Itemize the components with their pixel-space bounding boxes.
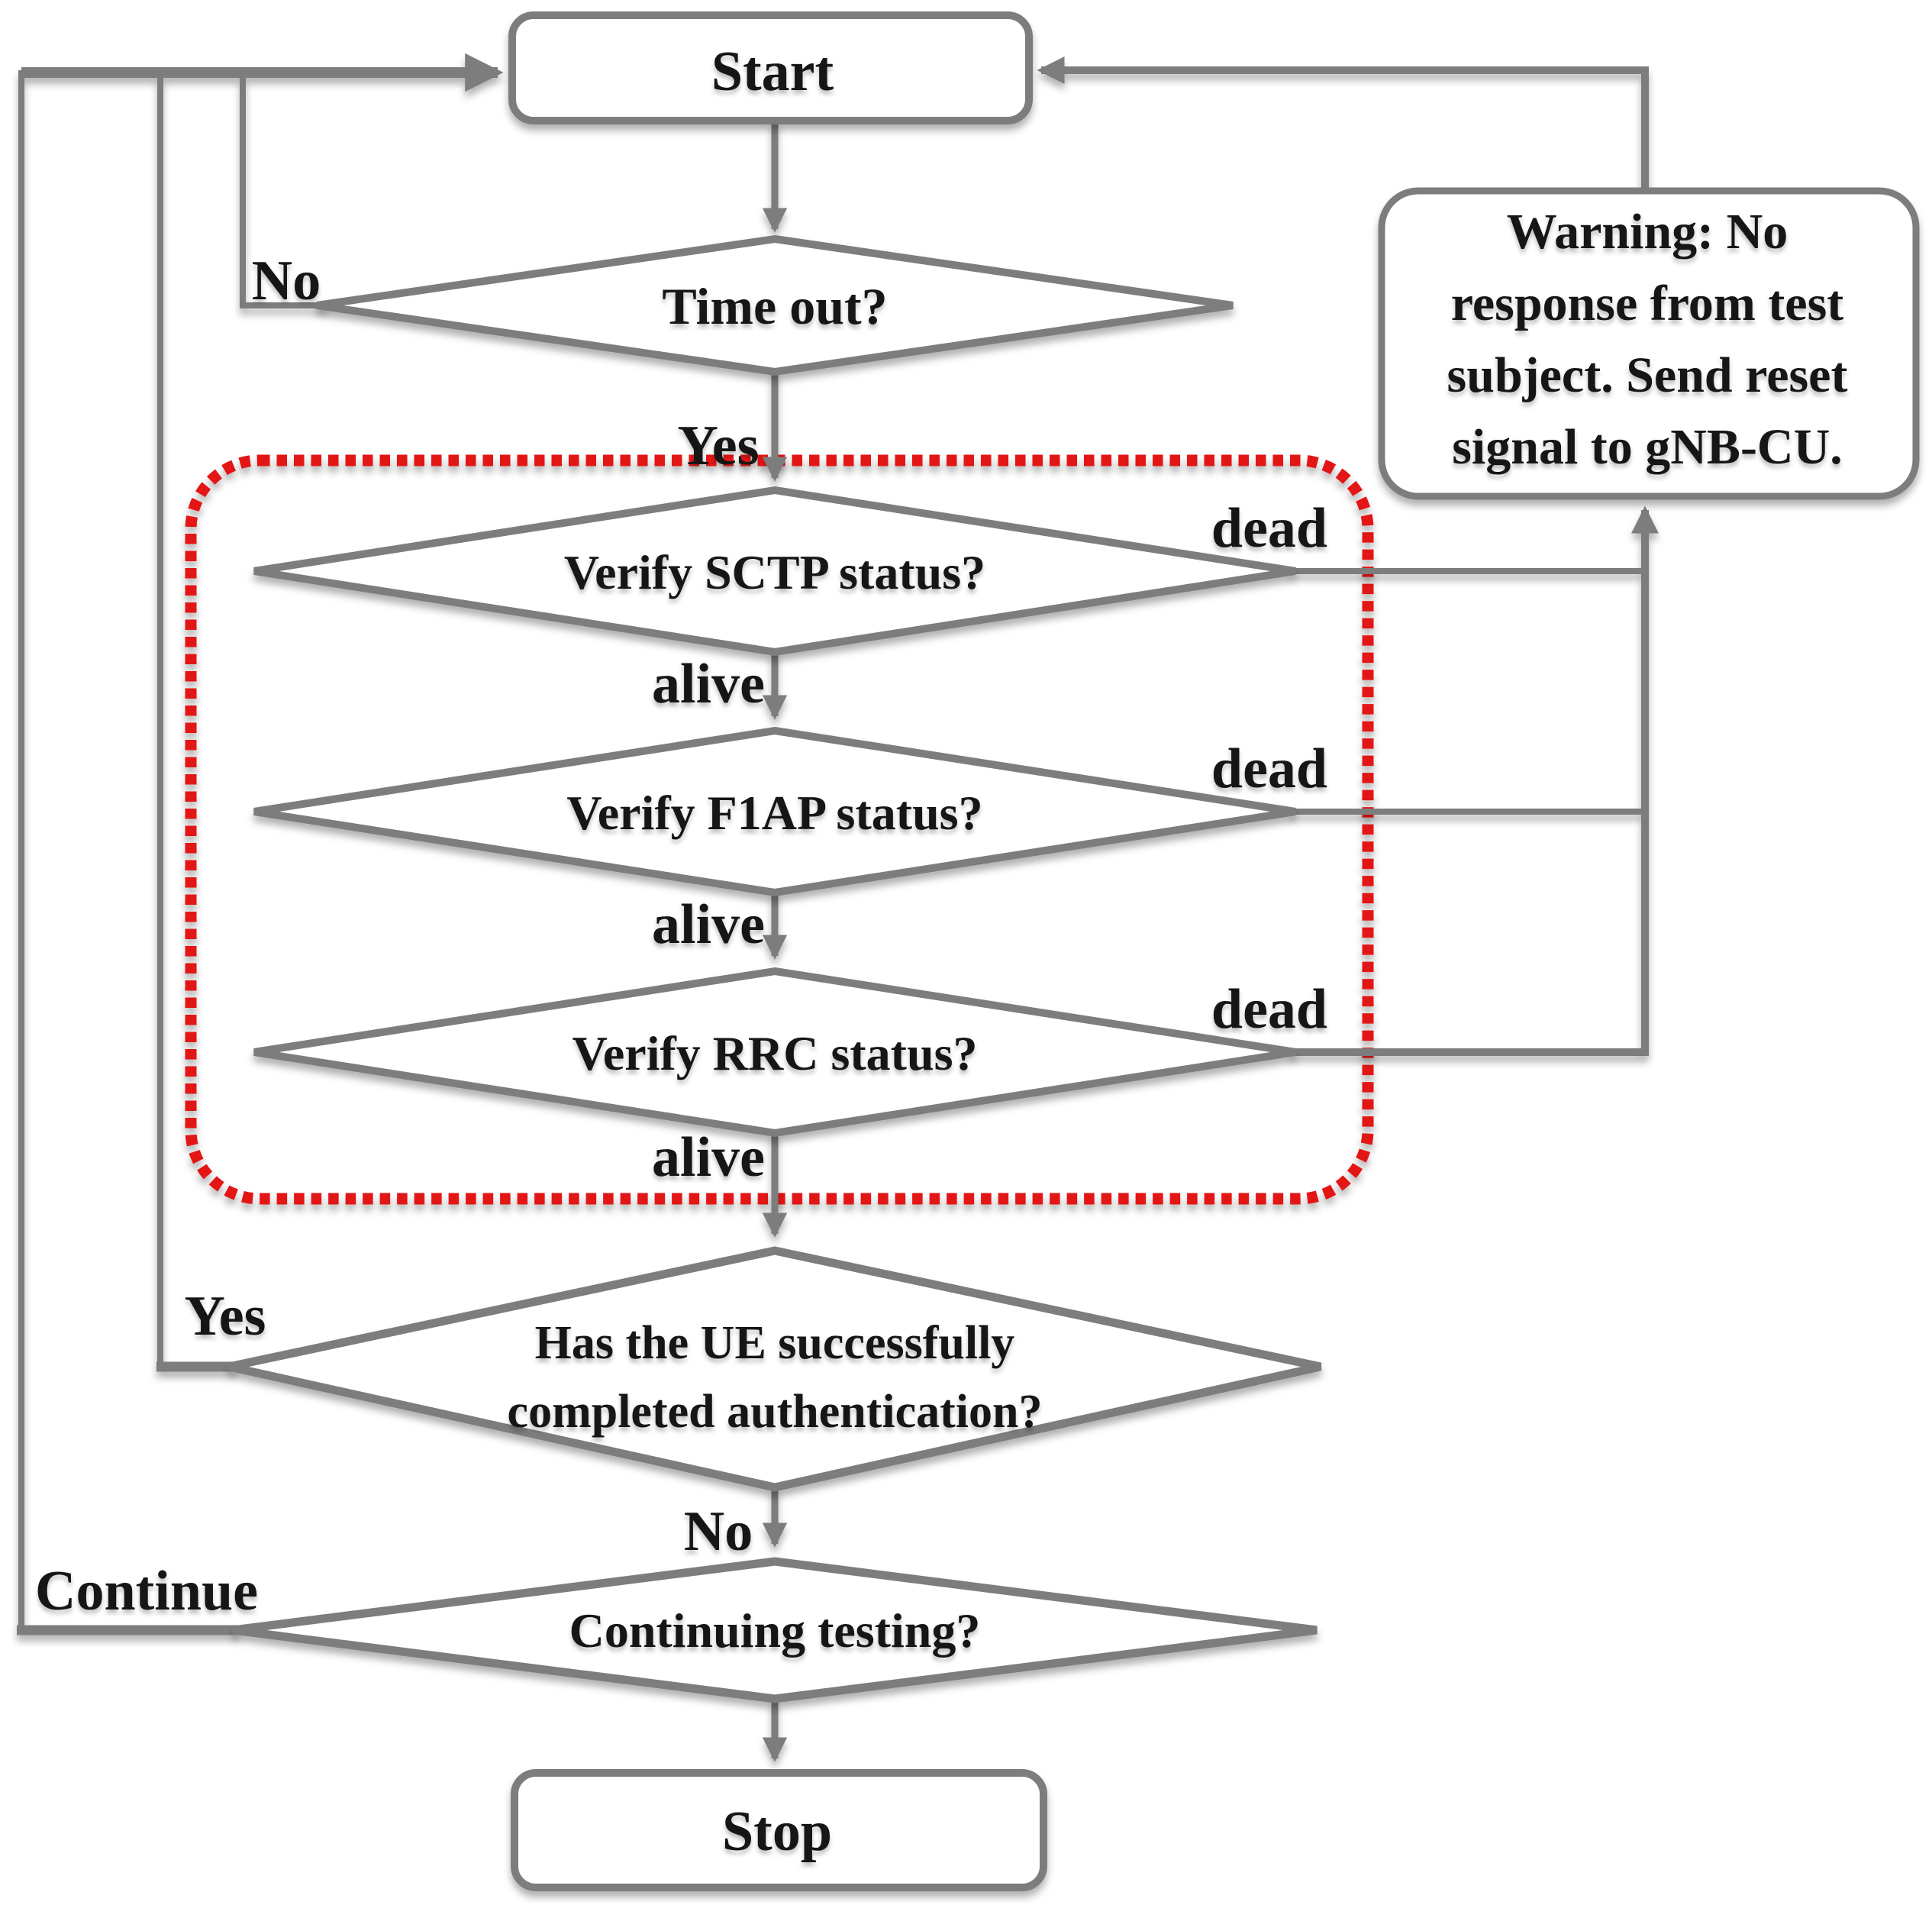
f1ap-decision: [253, 726, 1296, 897]
timeout-label: Time out?: [662, 277, 887, 335]
ue-auth-label-line1: Has the UE successfully: [535, 1317, 1015, 1369]
edge-rrc-dead-collector: [1290, 505, 1659, 1056]
warning-label-line4: signal to gNB-CU.: [1452, 419, 1843, 475]
timeout-decision: [316, 234, 1234, 376]
f1ap-label: Verify F1AP status?: [566, 786, 982, 840]
stop-node: [511, 1769, 1047, 1891]
rrc-dead-label: dead: [1211, 978, 1327, 1041]
rrc-decision: [253, 967, 1296, 1138]
timeout-no-label: No: [252, 250, 321, 312]
f1ap-alive-label: alive: [652, 893, 765, 956]
continuing-label: Continuing testing?: [569, 1603, 981, 1658]
f1ap-dead-label: dead: [1211, 738, 1327, 800]
warning-label-line3: subject. Send reset: [1447, 347, 1848, 403]
continuing-decision: [232, 1557, 1318, 1703]
sctp-alive-label: alive: [652, 653, 765, 715]
ue-auth-label-line2: completed authentication?: [508, 1386, 1043, 1438]
ue-auth-no-label: No: [684, 1500, 753, 1563]
continue-label: Continue: [35, 1560, 258, 1622]
start-label: Start: [711, 40, 834, 103]
ue-auth-yes-label: Yes: [185, 1285, 266, 1348]
sctp-label: Verify SCTP status?: [564, 545, 985, 599]
ue-auth-decision: [227, 1246, 1322, 1492]
start-node: [508, 11, 1033, 124]
warning-label-line1: Warning: No: [1507, 204, 1788, 260]
timeout-yes-label: Yes: [678, 415, 760, 477]
sctp-decision: [253, 486, 1296, 657]
edge-timeout-no-loop: [240, 73, 328, 308]
warning-note: [1378, 187, 1920, 500]
warning-label-line2: response from test: [1451, 276, 1843, 331]
stop-label: Stop: [722, 1800, 832, 1863]
rrc-alive-label: alive: [652, 1126, 765, 1189]
rrc-label: Verify RRC status?: [573, 1026, 978, 1080]
sctp-dead-label: dead: [1211, 497, 1327, 560]
edge-warning-to-start: [1037, 57, 1649, 191]
